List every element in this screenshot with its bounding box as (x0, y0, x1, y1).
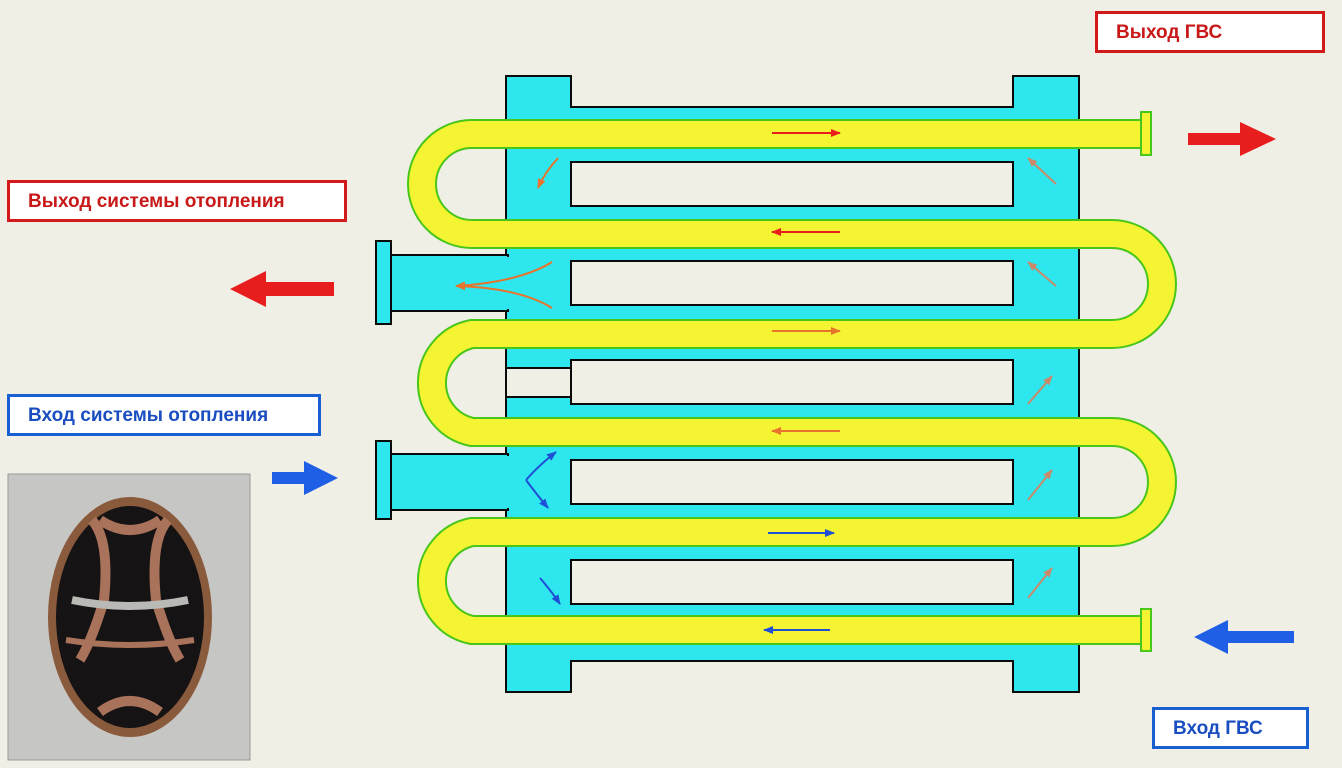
arrow-right-icon (1188, 122, 1276, 156)
channel-2 (571, 261, 1013, 305)
heating-inlet-stub (390, 454, 508, 510)
tube-cross-section-photo (8, 474, 250, 760)
arrow-left-icon (1194, 620, 1294, 654)
channel-4 (571, 460, 1013, 504)
heating-inlet-label: Вход системы отопления (7, 394, 321, 436)
arrow-left-icon (230, 271, 334, 307)
dhw-inlet-label: Вход ГВС (1152, 707, 1309, 749)
arrow-right-icon (272, 461, 338, 495)
channel-5 (571, 560, 1013, 604)
heating-outlet-flange (376, 241, 391, 324)
channel-1 (571, 162, 1013, 206)
heating-outlet-label: Выход системы отопления (7, 180, 347, 222)
dhw-outlet-flange (1141, 112, 1151, 155)
dhw-outlet-label: Выход ГВС (1095, 11, 1325, 53)
heating-inlet-flange (376, 441, 391, 519)
dhw-inlet-flange (1141, 609, 1151, 651)
channel-3 (571, 360, 1013, 404)
